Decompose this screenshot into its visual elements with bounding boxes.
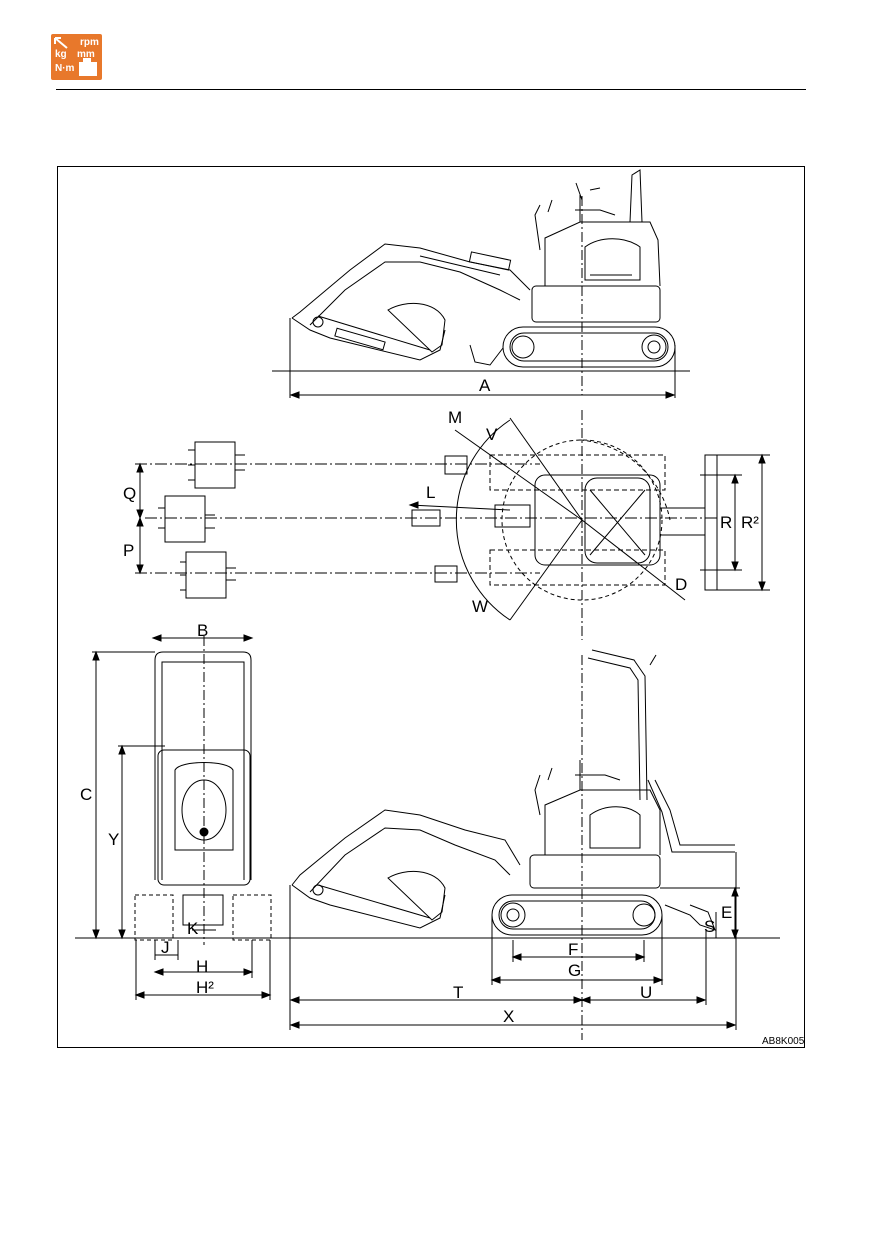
side-view-bottom [280,650,780,1040]
dim-label-m: M [448,408,462,427]
bucket-right-offset [180,552,236,598]
dim-label-q: Q [123,484,136,503]
dim-label-v: V [486,425,498,444]
dim-label-e: E [721,903,732,922]
dim-label-r: R [720,513,732,532]
dim-label-g: G [568,961,581,980]
dim-label-l: L [426,483,435,502]
dim-label-k: K [187,919,199,938]
dim-label-w: W [472,597,488,616]
bucket-center [158,496,215,542]
dim-label-t: T [453,983,463,1002]
dim-label-s: S [704,917,715,936]
dim-label-j: J [161,938,170,957]
dim-label-h2: H² [196,978,214,997]
dim-label-r2: R² [741,513,759,532]
dim-label-f: F [568,940,578,959]
dim-label-u: U [640,983,652,1002]
dim-label-h: H [196,957,208,976]
side-view-top [272,170,690,398]
dim-label-b: B [197,621,208,640]
front-view [75,635,285,1000]
dim-label-x: X [503,1007,514,1026]
bucket-left-offset [188,442,245,488]
dim-label-p: P [123,541,134,560]
dim-label-c: C [80,785,92,804]
plan-view [135,410,770,640]
figure-code: AB8K005 [762,1036,805,1047]
dim-label-y: Y [108,830,119,849]
dimension-labels: A M V L Q P R R² D W B C Y K J H H² E S … [80,376,805,1047]
dim-label-a: A [479,376,491,395]
dim-label-d: D [675,575,687,594]
